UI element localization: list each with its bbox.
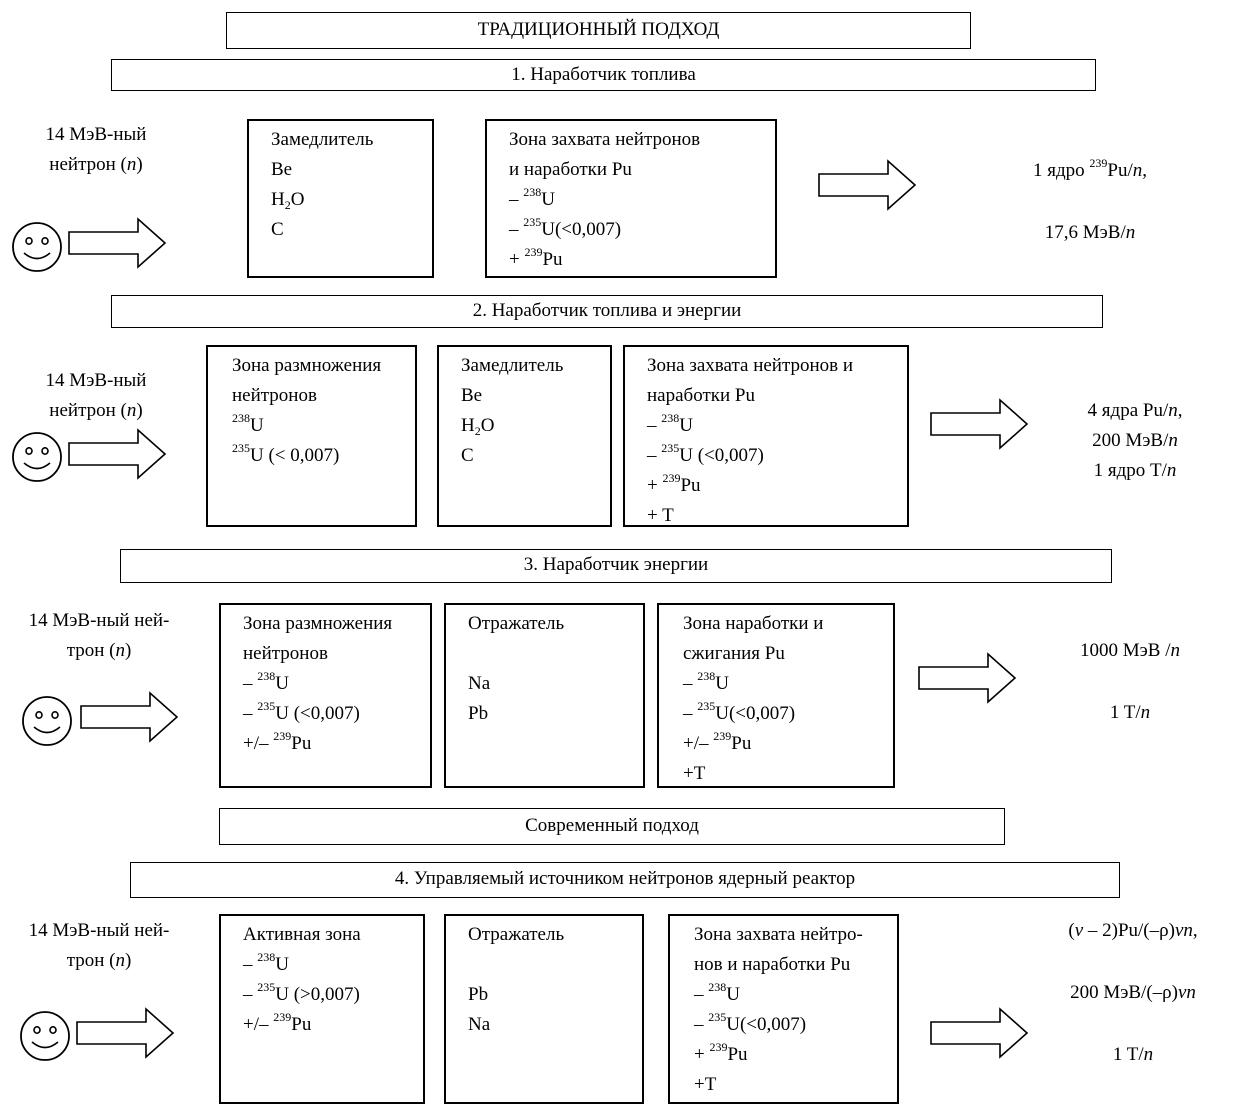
section1-capture-zone-box: Зона захвата нейтронов и наработки Pu – … (485, 119, 777, 278)
traditional-approach-header: ТРАДИЦИОННЫЙ ПОДХОД (226, 12, 971, 49)
section2-capture-zone-box: Зона захвата нейтронов и наработки Pu – … (623, 345, 909, 527)
section2-title-bar: 2. Наработчик топлива и энергии (111, 295, 1103, 328)
smiley-face-icon (22, 696, 72, 746)
input-arrow-icon (76, 1007, 175, 1059)
output-arrow-icon (818, 159, 917, 211)
section3-multiplication-zone-box: Зона размножения нейтронов – 238U – 235U… (219, 603, 432, 788)
section2-output: 4 ядра Pu/n, 200 МэВ/n 1 ядро T/n (1087, 400, 1183, 481)
section2-moderator-box: Замедлитель Be H2O C (437, 345, 612, 527)
section1-title-bar: 1. Наработчик топлива (111, 59, 1096, 91)
moderator-title: Замедлитель (271, 129, 374, 150)
smiley-face-icon (12, 432, 62, 482)
output-arrow-icon (918, 652, 1017, 704)
input-arrow-icon (80, 691, 179, 743)
section1-output: 1 ядро 239Pu/n, 17,6 МэВ/n (1032, 156, 1147, 243)
input-arrow-icon (68, 217, 167, 269)
section3-reflector-box: Отражатель Na Pb (444, 603, 645, 788)
modern-approach-header: Современный подход (219, 808, 1005, 845)
section4-active-core-box: Активная зона – 238U – 235U (>0,007) +/–… (219, 914, 425, 1104)
neutron-source-label: 14 МэВ-ный нейтрон (n) (45, 370, 147, 421)
neutron-source-label: 14 МэВ-ный ней- трон (n) (28, 920, 170, 971)
section4-output: (ν – 2)Pu/(–ρ)νn, 200 МэВ/(–ρ)νn 1 T/n (1068, 920, 1198, 1065)
traditional-approach-label: ТРАДИЦИОННЫЙ ПОДХОД (477, 19, 720, 40)
section3-burn-zone-box: Зона наработки и сжигания Pu – 238U – 23… (657, 603, 895, 788)
section4-capture-zone-box: Зона захвата нейтро- нов и наработки Pu … (668, 914, 899, 1104)
output-arrow-icon (930, 398, 1029, 450)
section3-output: 1000 МэВ /n 1 T/n (1079, 640, 1180, 723)
section2-multiplication-zone-box: Зона размножения нейтронов 238U 235U (< … (206, 345, 417, 527)
neutron-source-label: 14 МэВ-ный ней- трон (n) (28, 610, 170, 661)
section3-title: 3. Наработчик энергии (523, 554, 709, 575)
modern-approach-label: Современный подход (525, 815, 699, 836)
output-arrow-icon (930, 1007, 1029, 1059)
neutron-source-label: 14 МэВ-ный нейтрон (n) (45, 124, 147, 175)
section3-title-bar: 3. Наработчик энергии (120, 549, 1112, 583)
section1-title: 1. Наработчик топлива (511, 64, 696, 85)
section2-title: 2. Наработчик топлива и энергии (472, 300, 742, 321)
smiley-face-icon (12, 222, 62, 272)
section4-title: 4. Управляемый источником нейтронов ядер… (394, 868, 856, 889)
smiley-face-icon (20, 1011, 70, 1061)
section4-title-bar: 4. Управляемый источником нейтронов ядер… (130, 862, 1120, 898)
section1-moderator-box: Замедлитель Be H2O C (247, 119, 434, 278)
section4-reflector-box: Отражатель Pb Na (444, 914, 644, 1104)
input-arrow-icon (68, 428, 167, 480)
